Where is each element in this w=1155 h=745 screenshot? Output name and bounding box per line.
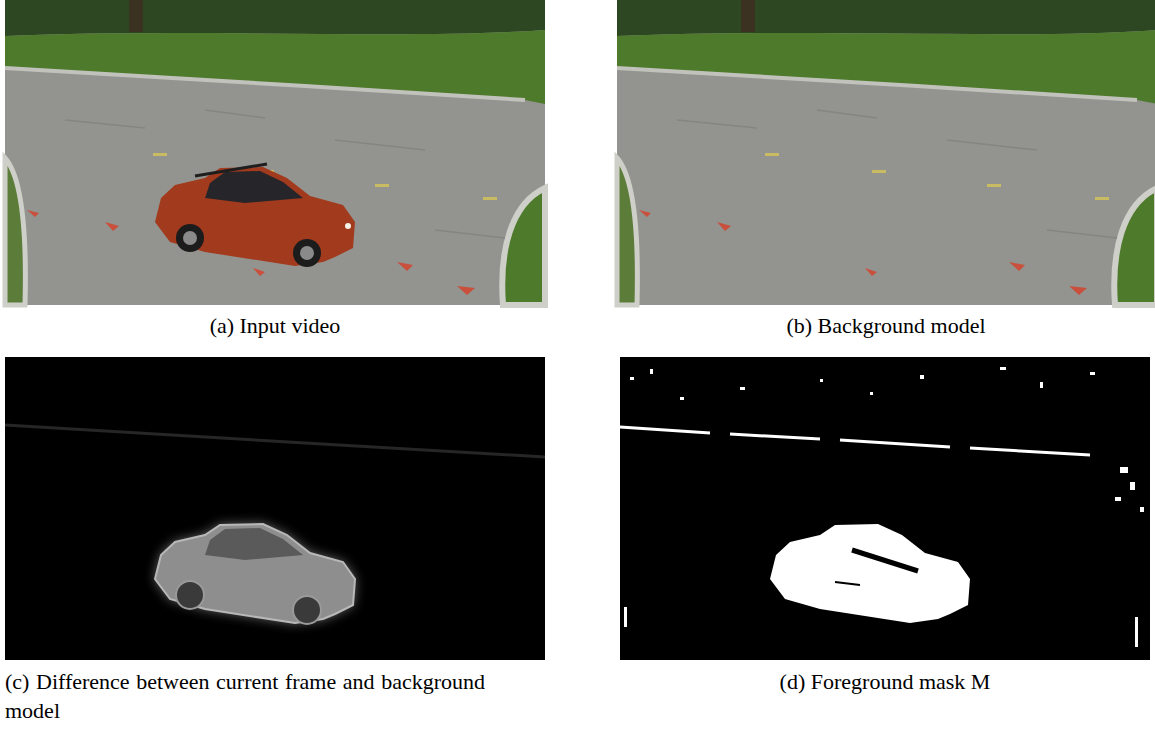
roof-rack: [195, 164, 267, 176]
panel-caption: (a) Input video: [5, 312, 545, 341]
faint-edge: [5, 425, 545, 457]
car-windows: [205, 528, 303, 560]
car-wheel: [293, 596, 321, 624]
car-difference: [155, 524, 355, 623]
mask-hole: [835, 582, 860, 585]
wheel-rim: [300, 246, 314, 260]
street-scene: [617, 0, 1155, 305]
headlight: [345, 223, 351, 229]
mask-hole: [852, 550, 918, 571]
wheel-rim: [183, 231, 197, 245]
car-wheel: [176, 224, 204, 252]
caption-slot: (c) Difference between current frame and…: [5, 668, 485, 725]
background-frame: [617, 0, 1155, 305]
panel-caption: (b) Background model: [617, 312, 1155, 341]
car-body: [155, 167, 355, 266]
mask-noise: [624, 367, 1144, 647]
input-frame: [5, 0, 545, 305]
car-windows: [205, 171, 303, 203]
car-wheel: [293, 239, 321, 267]
dark-ground: [5, 357, 545, 660]
mask-frame: [620, 357, 1150, 660]
difference-frame: [5, 357, 545, 660]
mask-noise-line: [620, 427, 1090, 455]
panel-caption: (d) Foreground mask M: [620, 668, 1150, 697]
car-wheel: [176, 581, 204, 609]
caption-slot: (a) Input video: [5, 312, 545, 341]
street-scene: [5, 0, 545, 305]
dark-ground: [620, 357, 1150, 660]
caption-slot: (b) Background model: [617, 312, 1155, 341]
car-glow: [155, 524, 355, 623]
panel-caption: (c) Difference between current frame and…: [5, 668, 485, 725]
caption-slot: (d) Foreground mask M: [620, 668, 1150, 697]
car-mask: [770, 524, 970, 623]
